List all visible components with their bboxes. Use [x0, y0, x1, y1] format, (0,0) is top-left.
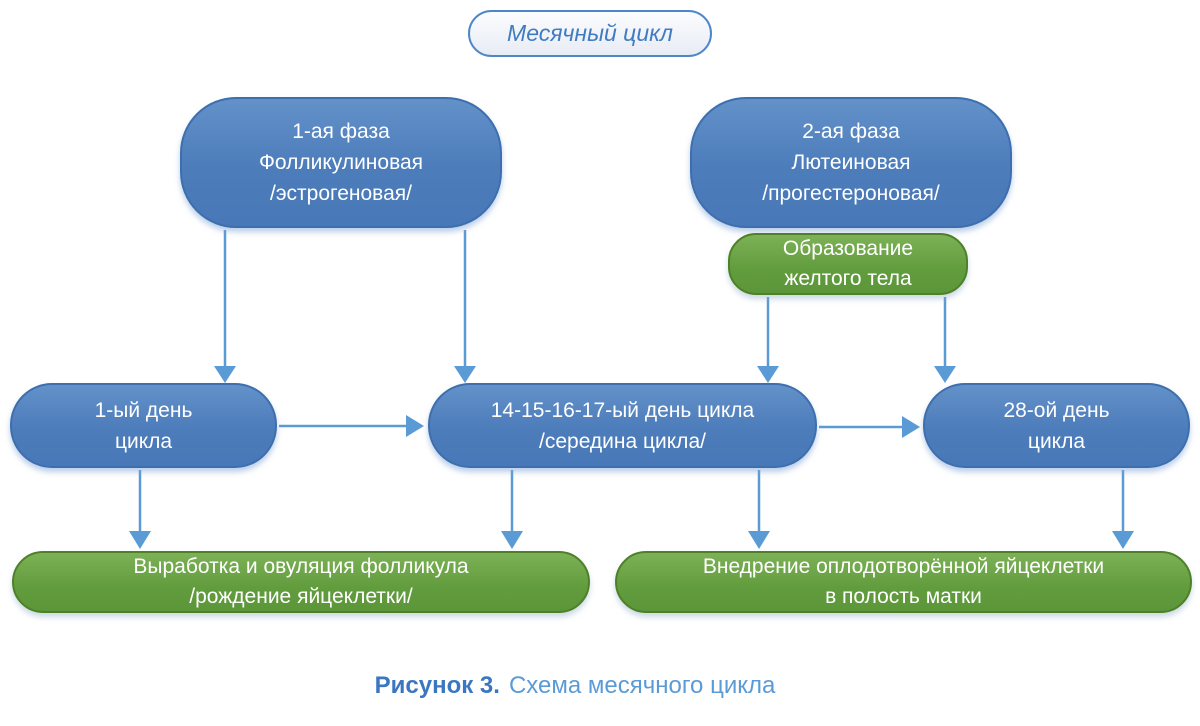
arrow-corpus-luteum-to-day28 — [934, 297, 956, 383]
arrow-day28-to-implantation — [1112, 470, 1134, 549]
arrow-corpus-luteum-to-day14 — [757, 297, 779, 383]
node-phase1: 1-ая фаза Фолликулиновая /эстрогеновая/ — [180, 97, 502, 228]
diagram-title: Месячный цикл — [468, 10, 712, 57]
node-ovulation: Выработка и овуляция фолликула /рождение… — [12, 551, 590, 613]
arrow-day14-to-ovulation — [501, 470, 523, 549]
diagram-title-label: Месячный цикл — [507, 20, 673, 46]
figure-caption: Рисунок 3. Схема месячного цикла — [0, 672, 1150, 700]
arrow-day14-to-day28 — [819, 416, 920, 438]
node-day1: 1-ый день цикла — [10, 383, 277, 468]
figure-caption-text: Схема месячного цикла — [508, 672, 776, 699]
node-day28: 28-ой день цикла — [923, 383, 1190, 468]
figure-caption-number: Рисунок 3. — [374, 672, 500, 699]
arrow-phase1-to-day14 — [454, 230, 476, 383]
node-day14: 14-15-16-17-ый день цикла /середина цикл… — [428, 383, 817, 468]
node-phase2: 2-ая фаза Лютеиновая /прогестероновая/ — [690, 97, 1012, 228]
arrow-day1-to-day14 — [279, 415, 424, 437]
arrow-phase1-to-day1 — [214, 230, 236, 383]
node-implantation: Внедрение оплодотворённой яйцеклетки в п… — [615, 551, 1192, 613]
node-corpus-luteum: Образование желтого тела — [728, 233, 968, 295]
arrow-day1-to-ovulation — [129, 470, 151, 549]
arrow-day14-to-implantation — [748, 470, 770, 549]
